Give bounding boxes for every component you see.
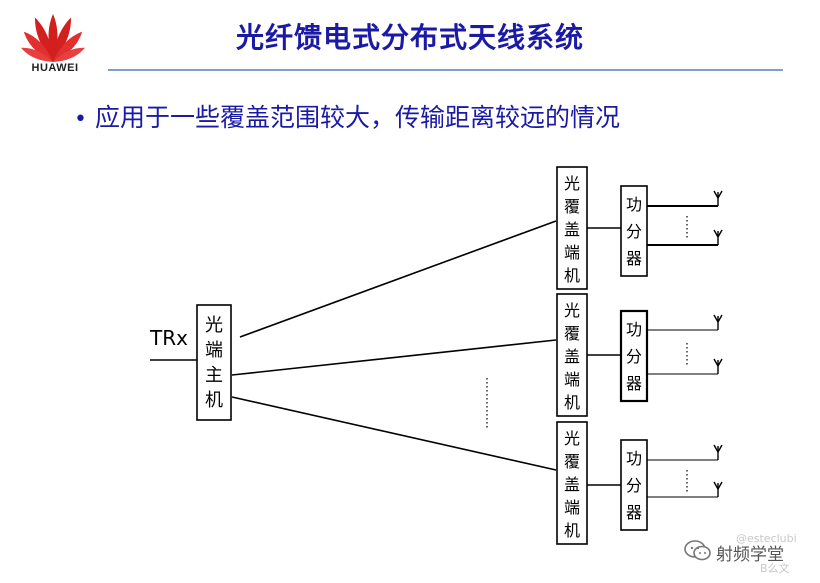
splitter-box-3	[620, 439, 648, 531]
antenna-icon	[713, 481, 723, 497]
splitter-char: 功	[626, 449, 642, 468]
remote-unit-char: 光	[564, 429, 580, 448]
fiber-line-2	[231, 339, 557, 376]
remote-unit-char: 光	[564, 301, 580, 320]
splitter-box-1	[620, 185, 648, 277]
watermark-text: 射频学堂	[716, 545, 784, 565]
remote-unit-char: 机	[564, 393, 580, 412]
watermark-faint: @esteclubi	[736, 532, 797, 545]
host-unit-char: 端	[205, 340, 223, 361]
remote-unit-box-3	[556, 421, 588, 545]
host-unit-char: 光	[205, 315, 223, 336]
antenna-icon	[713, 314, 723, 330]
huawei-logo	[21, 14, 85, 62]
remote-unit-char: 覆	[564, 452, 580, 471]
trx-label: TRx	[149, 326, 188, 350]
remote-unit-char: 机	[564, 266, 580, 285]
remote-unit-char: 端	[564, 243, 580, 262]
host-unit-char: 机	[205, 390, 223, 411]
bullet-item: • 应用于一些覆盖范围较大，传输距离较远的情况	[74, 98, 620, 134]
page-title: 光纤馈电式分布式天线系统	[235, 22, 584, 53]
remote-unit-char: 盖	[564, 475, 580, 494]
fiber-line-3	[231, 396, 557, 471]
wechat-icon	[684, 540, 711, 561]
watermark-faint-2: B么文	[760, 562, 790, 575]
logo-wordmark: HUAWEI	[31, 62, 79, 74]
splitter-char: 功	[626, 195, 642, 214]
remote-unit-char: 盖	[564, 220, 580, 239]
antenna-icon	[713, 190, 723, 206]
remote-unit-char: 机	[564, 521, 580, 540]
fiber-line-1	[239, 220, 557, 338]
title-divider	[108, 69, 783, 71]
splitter-char: 器	[626, 374, 642, 393]
host-unit-char: 主	[205, 365, 223, 386]
splitter-char: 分	[626, 476, 642, 495]
splitter-char: 器	[626, 249, 642, 268]
splitter-char: 分	[626, 347, 642, 366]
splitter-box-2	[619, 309, 649, 403]
splitter-char: 器	[626, 503, 642, 522]
remote-unit-char: 光	[564, 174, 580, 193]
remote-unit-char: 覆	[564, 197, 580, 216]
splitter-char: 分	[626, 222, 642, 241]
remote-unit-char: 盖	[564, 347, 580, 366]
remote-unit-char: 端	[564, 498, 580, 517]
antenna-icon	[713, 444, 723, 460]
splitter-char: 功	[626, 320, 642, 339]
host-unit-box	[196, 304, 232, 421]
remote-unit-char: 覆	[564, 324, 580, 343]
bullet-dot: •	[74, 107, 87, 132]
antenna-icon	[713, 229, 723, 245]
remote-unit-char: 端	[564, 370, 580, 389]
antenna-icon	[713, 358, 723, 374]
bullet-text: 应用于一些覆盖范围较大，传输距离较远的情况	[94, 103, 620, 132]
